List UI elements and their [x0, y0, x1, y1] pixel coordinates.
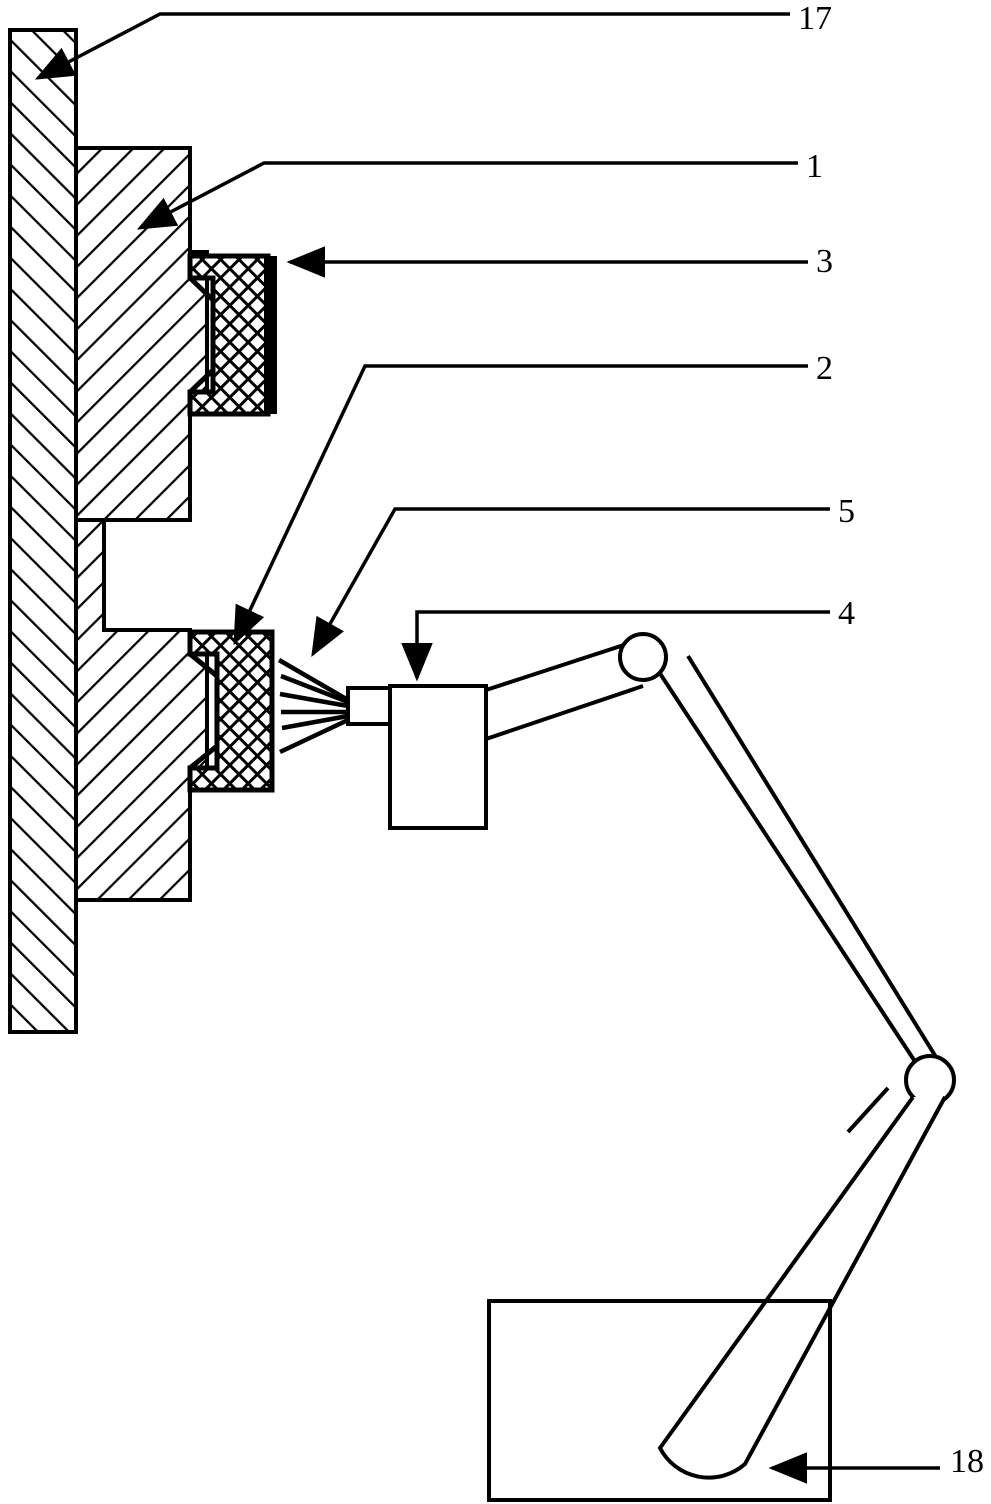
callout-label-1: 1 — [806, 148, 823, 185]
callout-leaders — [34, 12, 940, 1484]
leader-1 — [136, 161, 798, 230]
callout-label-18: 18 — [950, 1443, 984, 1480]
base-part-18 — [487, 1299, 832, 1502]
leader-4 — [401, 610, 830, 682]
callout-label-5: 5 — [838, 493, 855, 530]
leader-17 — [34, 12, 790, 80]
callout-label-2: 2 — [816, 350, 833, 387]
wall-part-17 — [8, 28, 78, 1034]
leader-5 — [311, 507, 830, 658]
callout-label-4: 4 — [838, 595, 855, 632]
black-strip-part-3 — [264, 256, 277, 414]
spray-jet-part-5 — [277, 658, 350, 755]
nozzle-part-4 — [346, 684, 488, 830]
leader-2 — [233, 364, 808, 646]
robot-arm — [485, 632, 956, 1480]
coating-lower-part-2 — [187, 629, 275, 793]
callout-label-17: 17 — [798, 0, 832, 37]
block-part-1 — [74, 146, 209, 902]
callout-label-3: 3 — [816, 243, 833, 280]
